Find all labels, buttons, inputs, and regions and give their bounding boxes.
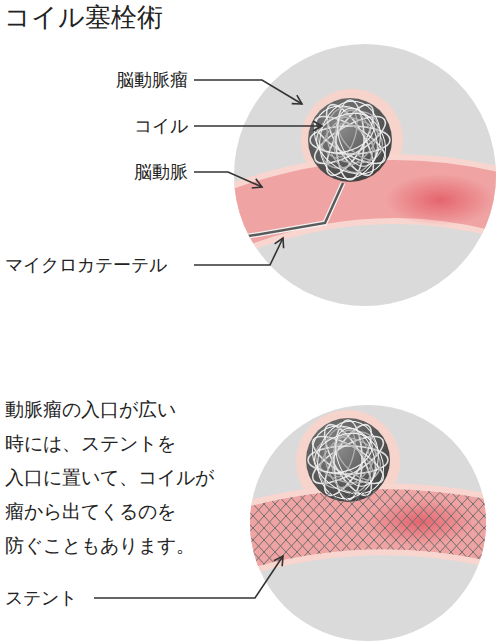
part-label: ステント xyxy=(5,587,77,609)
stent-mesh xyxy=(230,519,500,543)
leader-line xyxy=(194,125,322,127)
title: コイル塞栓術 xyxy=(4,2,163,33)
part-label: 脳動脈 xyxy=(134,161,188,183)
artery-wall xyxy=(230,519,500,543)
artery xyxy=(230,519,500,543)
coil-ball xyxy=(301,92,399,188)
catheter xyxy=(220,183,343,241)
note-text: 動脈瘤の入口が広い 時には、ステントを 入口に置いて、コイルが 瘤から出てくるの… xyxy=(5,392,241,562)
catheter-edge xyxy=(220,183,343,241)
blood-glow xyxy=(385,174,495,226)
part-label: コイル xyxy=(134,115,188,137)
part-label: 脳動脈瘤 xyxy=(116,69,188,91)
part-label: マイクロカテーテル xyxy=(5,254,167,276)
leader-line xyxy=(94,556,283,598)
artery-group xyxy=(230,410,500,546)
leader-line xyxy=(194,238,283,265)
artery-group xyxy=(220,89,500,241)
leader-line xyxy=(194,80,302,104)
leader-line xyxy=(194,172,262,187)
